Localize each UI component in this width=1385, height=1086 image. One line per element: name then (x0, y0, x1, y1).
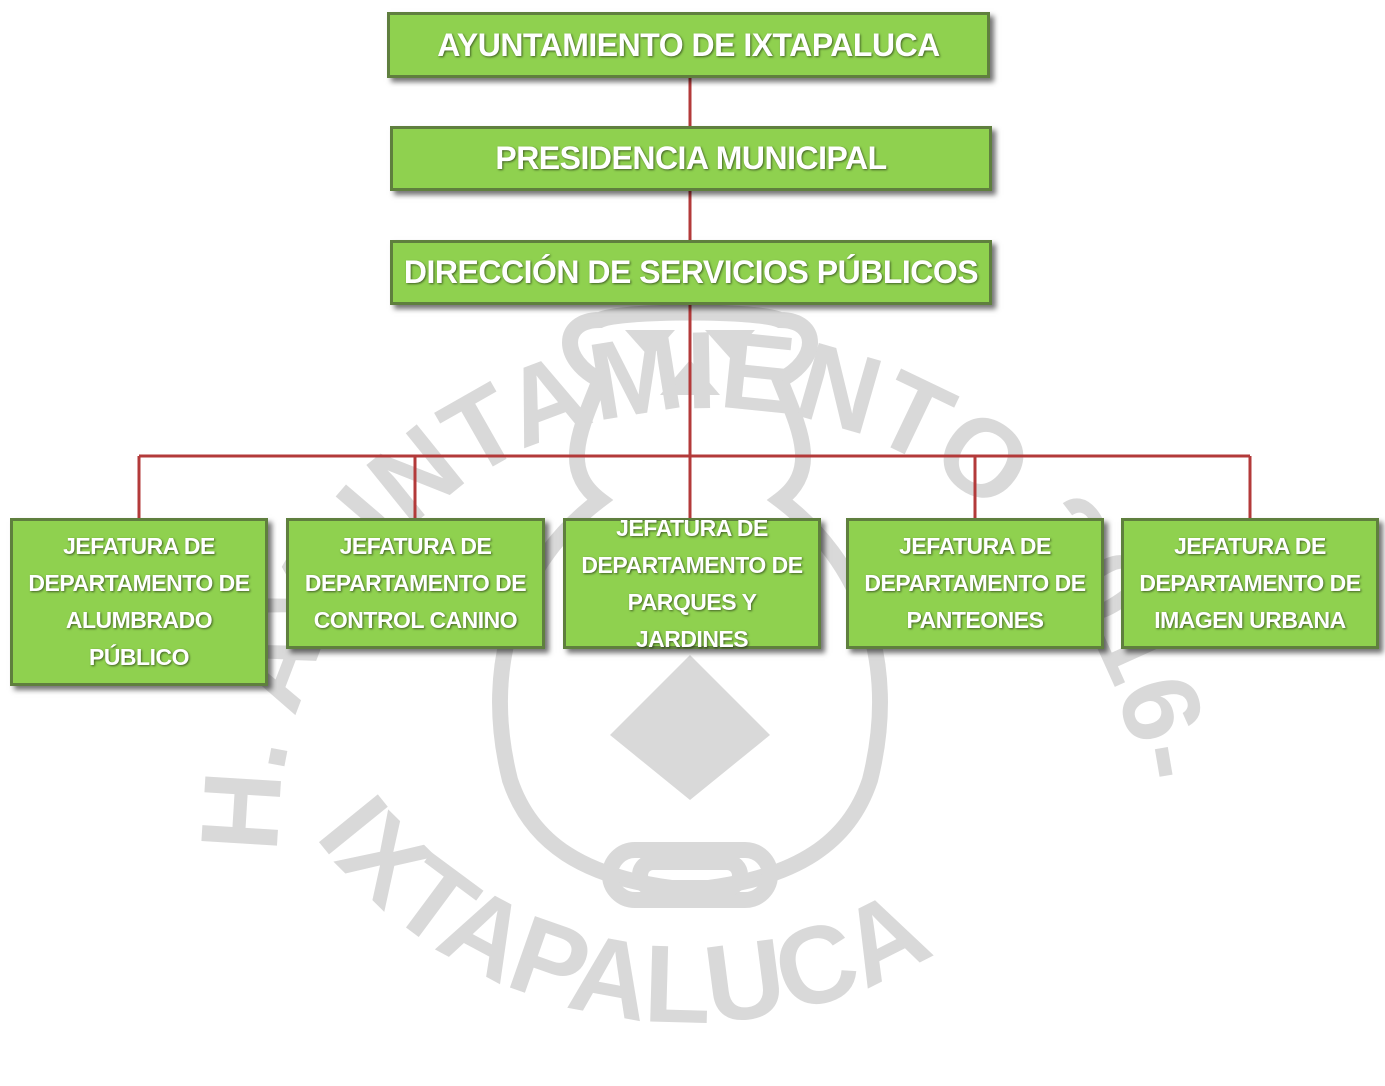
box-dept-parques-jardines: JEFATURA DE DEPARTAMENTO DE PARQUES Y JA… (563, 515, 821, 652)
box-ayuntamiento: AYUNTAMIENTO DE IXTAPALUCA (387, 12, 990, 78)
box-dept-imagen-urbana: JEFATURA DE DEPARTAMENTO DE IMAGEN URBAN… (1121, 518, 1379, 649)
dept-label: JEFATURA DE DEPARTAMENTO DE PARQUES Y JA… (581, 514, 803, 652)
box-presidencia-municipal: PRESIDENCIA MUNICIPAL (390, 126, 992, 191)
dept-label: JEFATURA DE DEPARTAMENTO DE PANTEONES (864, 533, 1086, 633)
box-presidencia-label: PRESIDENCIA MUNICIPAL (495, 140, 887, 176)
box-dept-panteones: JEFATURA DE DEPARTAMENTO DE PANTEONES (846, 518, 1104, 649)
box-direccion-servicios-publicos: DIRECCIÓN DE SERVICIOS PÚBLICOS (390, 240, 992, 305)
box-dept-alumbrado-publico: JEFATURA DE DEPARTAMENTO DE ALUMBRADO PÚ… (10, 518, 268, 686)
box-direccion-label: DIRECCIÓN DE SERVICIOS PÚBLICOS (403, 254, 979, 290)
dept-label: JEFATURA DE DEPARTAMENTO DE ALUMBRADO PÚ… (28, 533, 250, 670)
dept-label: JEFATURA DE DEPARTAMENTO DE CONTROL CANI… (304, 533, 527, 633)
dept-label: JEFATURA DE DEPARTAMENTO DE IMAGEN URBAN… (1139, 533, 1361, 633)
box-dept-control-canino: JEFATURA DE DEPARTAMENTO DE CONTROL CANI… (286, 518, 545, 649)
glyph-watermark (492, 304, 888, 908)
box-ayuntamiento-label: AYUNTAMIENTO DE IXTAPALUCA (437, 26, 940, 63)
